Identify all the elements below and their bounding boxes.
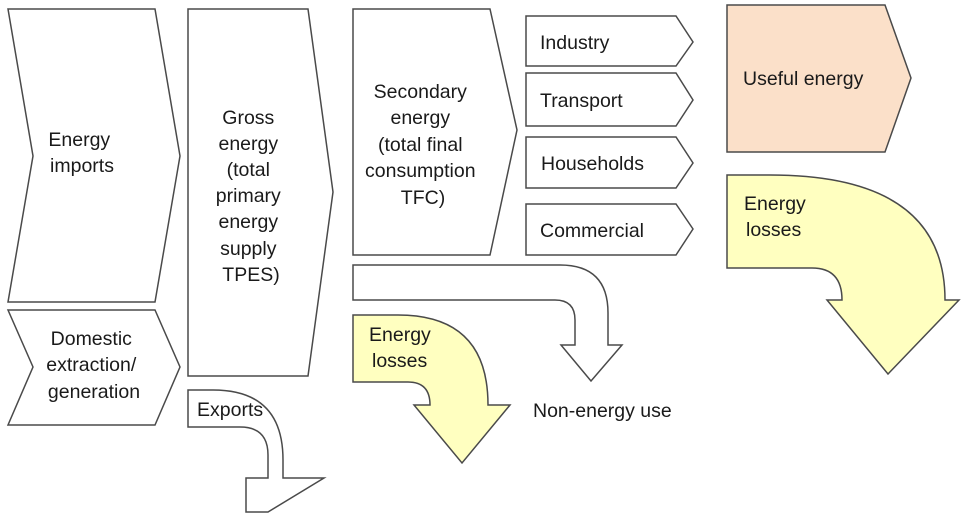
sector-transport: Transport [525, 72, 694, 127]
sector-households: Households [525, 136, 694, 189]
secondary-losses-arrow: Energy losses [352, 314, 512, 465]
secondary-losses-label: Energy losses [369, 324, 436, 372]
energy-imports-block: Energy imports [7, 8, 181, 303]
useful-energy-block: Useful energy [726, 4, 912, 153]
sector-commercial: Commercial [525, 203, 694, 256]
sector-industry: Industry [525, 15, 694, 67]
gross-energy-label: Gross energy (total primary energy suppl… [216, 107, 286, 286]
domestic-extraction-block: Domestic extraction/ generation [6, 309, 181, 426]
non-energy-use-label: Non-energy use [533, 400, 672, 422]
exports-label: Exports [197, 399, 263, 421]
final-losses-arrow: Energy losses [726, 174, 961, 376]
useful-energy-label: Useful energy [743, 68, 864, 90]
secondary-energy-label: Secondary energy (total final consumptio… [365, 81, 481, 209]
sector-households-label: Households [541, 153, 644, 175]
secondary-energy-block: Secondary energy (total final consumptio… [352, 8, 518, 256]
domestic-extraction-label: Domestic extraction/ generation [46, 328, 141, 403]
final-losses-label: Energy losses [744, 193, 811, 241]
sector-transport-label: Transport [540, 90, 623, 112]
exports-arrow: Exports [187, 389, 327, 513]
non-energy-use-arrow: Non-energy use [352, 264, 672, 422]
energy-imports-label: Energy imports [48, 129, 115, 177]
gross-energy-block: Gross energy (total primary energy suppl… [187, 8, 334, 377]
sector-commercial-label: Commercial [540, 220, 644, 242]
sector-industry-label: Industry [540, 32, 610, 54]
